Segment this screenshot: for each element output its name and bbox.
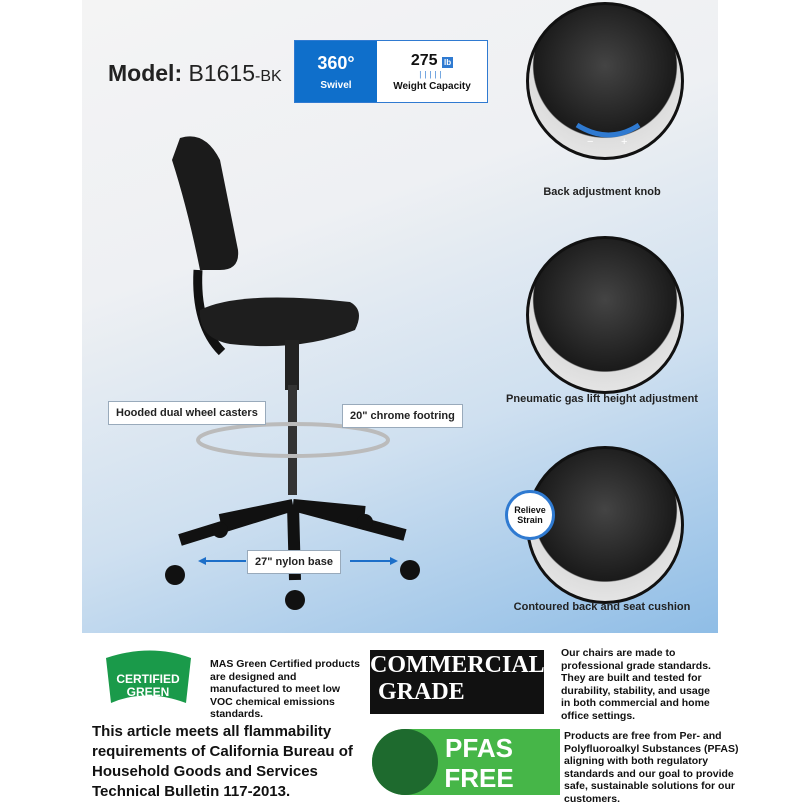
feature-caption: Pneumatic gas lift height adjustment [506, 393, 698, 405]
swivel-icon: 360° [317, 52, 355, 73]
swivel-badge: 360° Swivel [295, 41, 377, 102]
feature-cushion-image [526, 446, 684, 604]
feature-back-knob-image: −+ [526, 2, 684, 160]
feature-caption: Back adjustment knob [543, 186, 661, 198]
weight-icon: lb [442, 56, 454, 68]
footring-callout: 20" chrome footring [342, 404, 463, 428]
spec-badges: 360° Swivel 275 lb ||||| Weight Capacity [294, 40, 488, 103]
mas-certified-green-logo: CERTIFIED GREEN [106, 650, 191, 703]
pfas-text: Products are free from Per- and Polyfluo… [564, 730, 739, 805]
casters-callout: Hooded dual wheel casters [108, 401, 266, 425]
base-callout: 27" nylon base [247, 550, 341, 574]
chair-image [165, 136, 420, 610]
flammability-text: This article meets all flammability requ… [92, 723, 353, 800]
svg-text:+: + [621, 136, 627, 148]
relieve-strain-badge: Relieve Strain [505, 490, 555, 540]
feature-caption: Contoured back and seat cushion [513, 601, 691, 613]
svg-text:CERTIFIED: CERTIFIED [116, 672, 180, 686]
commercial-grade-logo: COMMERCIAL GRADE [370, 650, 545, 714]
model-title: Model: B1615-BK [108, 60, 282, 86]
base-width-arrow [198, 557, 398, 565]
mas-text: MAS Green Certified products are designe… [210, 658, 360, 720]
feature-gas-lift-image [526, 236, 684, 394]
weight-badge: 275 lb ||||| Weight Capacity [393, 51, 471, 92]
commercial-grade-text: Our chairs are made to professional grad… [561, 647, 711, 722]
svg-text:−: − [587, 136, 593, 148]
svg-text:GREEN: GREEN [127, 685, 170, 699]
